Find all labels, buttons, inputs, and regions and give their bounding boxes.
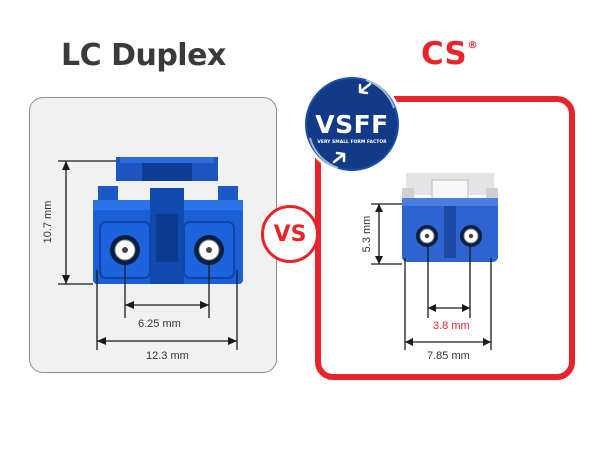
cs-pitch-label: 3.8 mm (433, 320, 470, 332)
cs-width-label: 7.85 mm (427, 350, 470, 362)
cs-title-text: CS (421, 36, 467, 72)
lc-duplex-title: LC Duplex (61, 38, 226, 73)
lc-height-label: 10.7 mm (42, 200, 54, 244)
vsff-badge: VSFF VERY SMALL FORM FACTOR (300, 72, 404, 176)
vs-badge: VS (261, 205, 319, 263)
vsff-badge-graphic (302, 74, 402, 174)
vsff-text: VSFF (315, 110, 389, 139)
vsff-subtext: VERY SMALL FORM FACTOR (317, 140, 387, 145)
lc-width-label: 12.3 mm (146, 350, 189, 362)
registered-mark: ® (467, 40, 478, 51)
lc-dimension-lines (58, 160, 238, 350)
cs-connector-illustration (402, 173, 498, 262)
lc-pitch-label: 6.25 mm (138, 318, 181, 330)
cs-title: CS® (421, 36, 478, 72)
cs-height-label: 5.3 mm (361, 215, 373, 253)
